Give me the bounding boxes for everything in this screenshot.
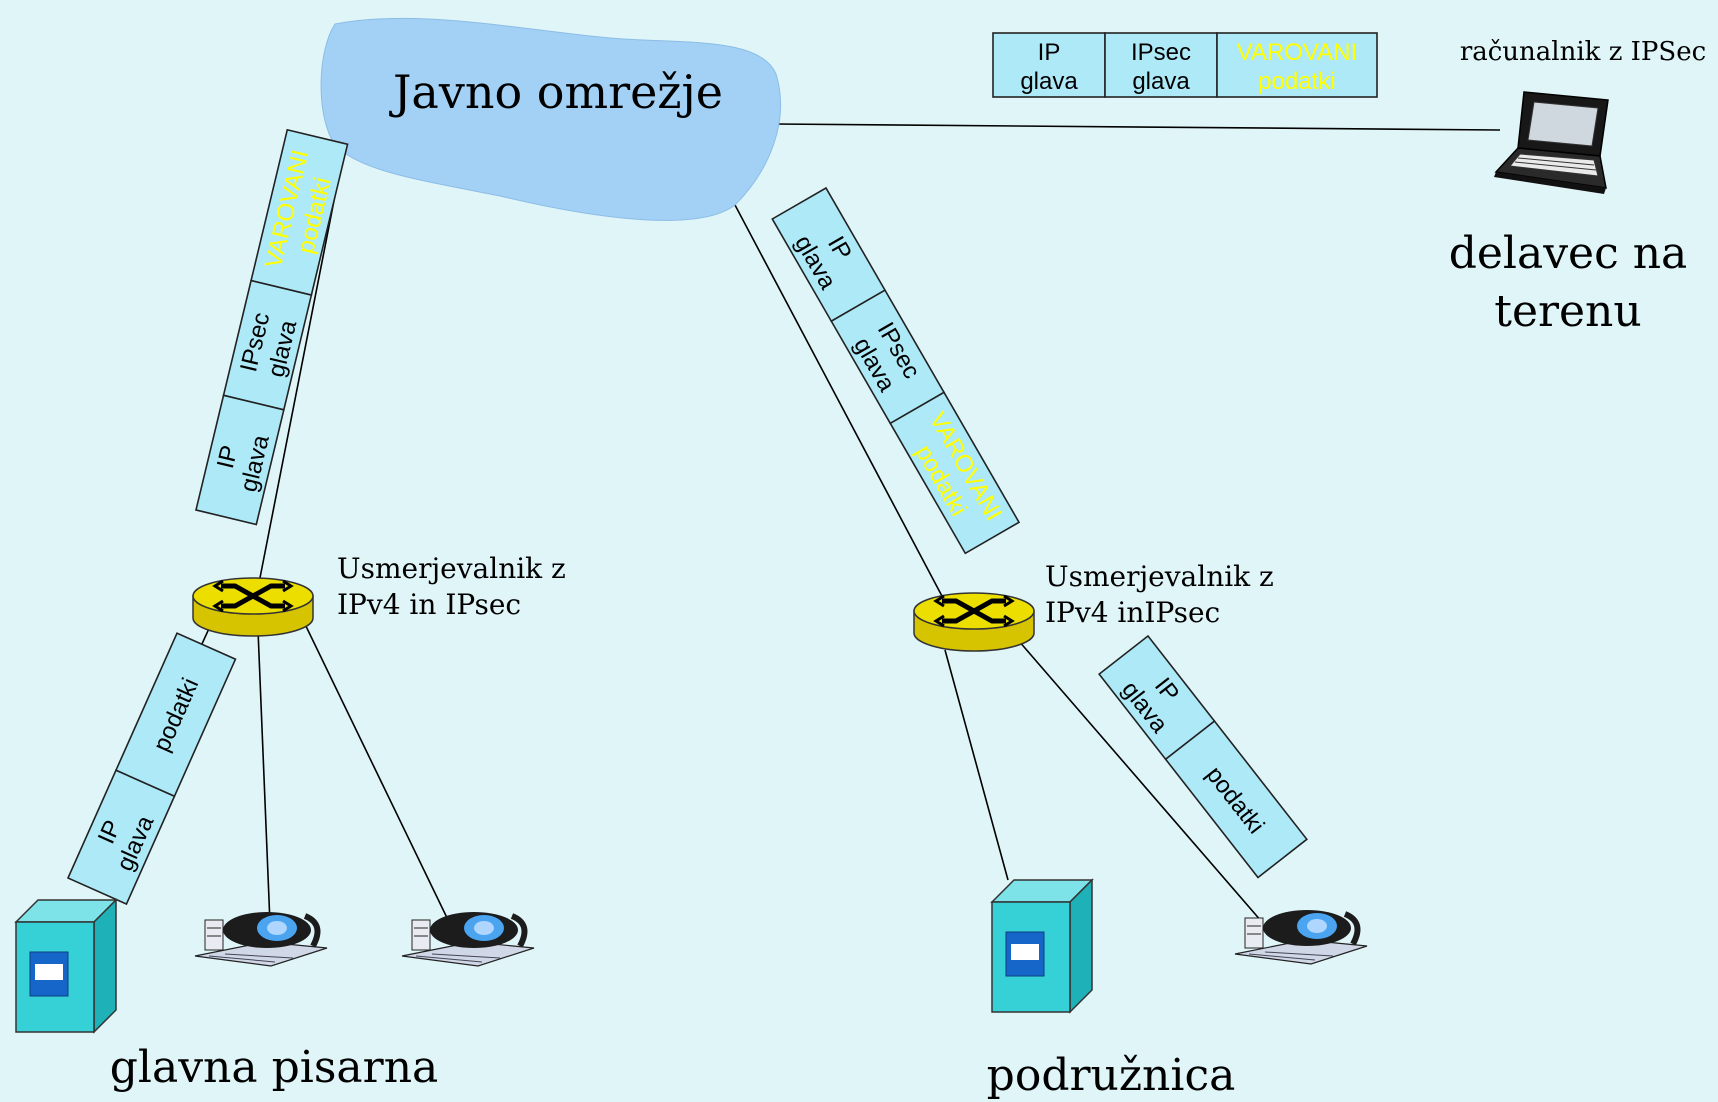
- packet-cell-protected-data: VAROVANI podatki: [250, 128, 349, 296]
- link-router-branch-to-server: [944, 649, 1009, 881]
- router-icon: [914, 593, 1034, 651]
- packet-cell-data: podatki: [114, 632, 237, 798]
- server-icon: [15, 899, 117, 1033]
- cell-text-glava: glava: [1132, 68, 1190, 95]
- packet-left-lower: IP glava podatki: [66, 632, 237, 906]
- packet-cell-protected-data: VAROVANI podatki: [889, 391, 1021, 555]
- packet-cell-ip-header: IP glava: [992, 32, 1106, 98]
- packet-cell-ipsec-header: IPsec glava: [222, 279, 313, 411]
- packet-top: IP glava IPsec glava VAROVANI podatki: [992, 32, 1378, 98]
- packet-cell-data: podatki: [1164, 719, 1308, 879]
- router-main-label-line2: IPv4 in IPsec: [337, 588, 521, 621]
- router-branch-label-line2: IPv4 inIPsec: [1045, 596, 1220, 629]
- workstation-icon: [1235, 910, 1367, 964]
- cloud-label: Javno omrežje: [389, 65, 723, 119]
- main-office-label: glavna pisarna: [110, 1042, 439, 1093]
- packet-cell-ipsec-header: IPsec glava: [1104, 32, 1218, 98]
- server-icon: [991, 879, 1093, 1013]
- cloud-icon: [320, 17, 781, 221]
- cell-text-ipsec: IPsec: [1131, 39, 1191, 66]
- router-branch-label-line1: Usmerjevalnik z: [1045, 560, 1274, 593]
- workstation-icon: [402, 912, 534, 966]
- laptop-icon: [1493, 91, 1609, 195]
- cell-text-varovani: VAROVANI: [1237, 39, 1357, 66]
- public-network-cloud: Javno omrežje: [320, 17, 781, 221]
- field-worker-label-line2: terenu: [1494, 286, 1641, 337]
- link-router-branch-to-workstation: [1017, 639, 1263, 923]
- packet-cell-protected-data: VAROVANI podatki: [1216, 32, 1378, 98]
- router-main-label-line1: Usmerjevalnik z: [337, 552, 566, 585]
- packet-middle: IP glava IPsec glava VAROVANI podatki: [771, 186, 1021, 555]
- cell-text-glava: glava: [1020, 68, 1078, 95]
- link-router-main-to-workstation-1: [257, 629, 271, 925]
- link-cloud-to-laptop: [774, 123, 1501, 131]
- cell-text-podatki: podatki: [1258, 68, 1335, 95]
- link-router-main-to-workstation-2: [302, 619, 451, 925]
- router-icon: [193, 578, 313, 636]
- laptop-caption: računalnik z IPSec: [1460, 37, 1706, 67]
- link-cloud-to-router-main: [257, 159, 343, 589]
- branch-label: podružnica: [987, 1050, 1236, 1101]
- workstation-icon: [195, 912, 327, 966]
- packet-right-lower: IP glava podatki: [1098, 634, 1308, 879]
- packet-cell-ip-header: IP glava: [66, 769, 176, 906]
- packet-left-upper: IP glava IPsec glava VAROVANI podatki: [195, 128, 349, 526]
- cell-text-ip: IP: [1038, 39, 1061, 66]
- link-cloud-to-router-branch: [734, 204, 944, 599]
- field-worker-label-line1: delavec na: [1449, 228, 1688, 279]
- packet-cell-ip-header: IP glava: [195, 394, 285, 526]
